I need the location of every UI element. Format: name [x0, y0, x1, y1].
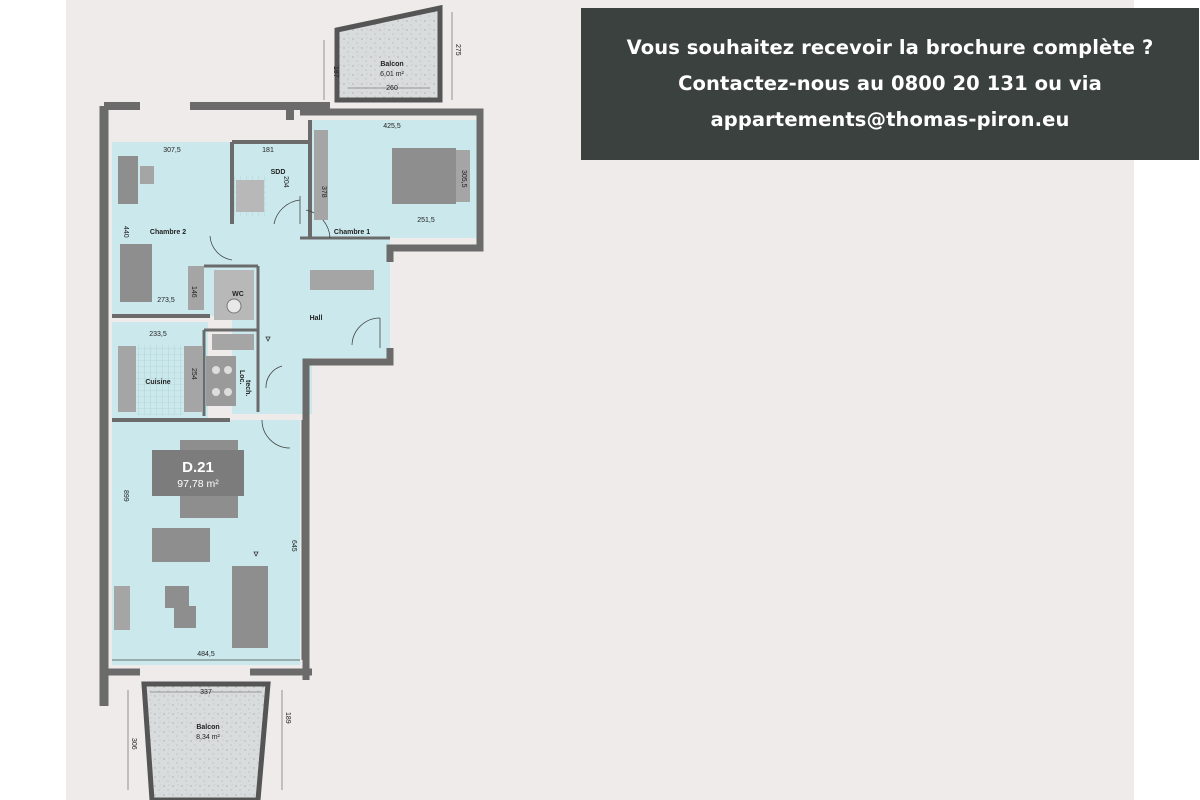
contact-line-2: Contactez-nous au 0800 20 131 ou via [678, 72, 1102, 95]
dim-378: 378 [320, 186, 327, 198]
dim-306: 306 [130, 738, 137, 750]
technical-room-label-2: tech. [244, 380, 251, 396]
dim-645: 645 [290, 540, 297, 552]
dim-187-top: 187 [332, 66, 339, 78]
dim-181: 181 [262, 147, 274, 154]
dim-254: 254 [190, 368, 197, 380]
balcony-bottom [127, 681, 283, 800]
dim-251-5: 251,5 [417, 217, 435, 224]
dim-146: 146 [190, 286, 197, 298]
floorplan-canvas: D.21 97,78 m² Balcon 6,01 m² Chambre 2 C… [66, 0, 1199, 800]
bathroom-label: SDD [271, 169, 286, 176]
apartment-floorplan: D.21 97,78 m² Balcon 6,01 m² Chambre 2 C… [99, 4, 484, 800]
unit-name: D.21 [182, 459, 214, 476]
room-labels: Balcon 6,01 m² Chambre 2 Chambre 1 SDD W… [145, 61, 404, 741]
dim-233-5: 233,5 [149, 331, 167, 338]
unit-area: 97,78 m² [177, 478, 219, 490]
wc-label: WC [232, 291, 244, 298]
kitchen-label: Cuisine [145, 379, 170, 386]
dim-337: 337 [200, 689, 212, 696]
dim-307-5: 307,5 [163, 147, 181, 154]
hall-label: Hall [310, 315, 323, 322]
balcony-top-area: 6,01 m² [380, 71, 404, 78]
dim-425-5: 425,5 [383, 123, 401, 130]
balcony-bottom-area: 8,34 m² [196, 734, 220, 741]
dim-275: 275 [454, 44, 461, 56]
dim-260: 260 [386, 85, 398, 92]
dim-273-5: 273,5 [157, 297, 175, 304]
dimension-labels: 275 187 260 425,5 307,5 181 204 378 305,… [122, 44, 467, 750]
dim-189: 189 [284, 712, 291, 724]
contact-line-1: Vous souhaitez recevoir la brochure comp… [626, 36, 1154, 59]
dim-204: 204 [282, 176, 289, 188]
contact-banner: Vous souhaitez recevoir la brochure comp… [581, 8, 1199, 160]
dim-899: 899 [122, 490, 129, 502]
technical-room-label-1: Loc. [238, 370, 245, 384]
dim-305-5: 305,5 [460, 170, 467, 188]
balcony-bottom-label: Balcon [196, 724, 219, 731]
dim-484-5: 484,5 [197, 651, 215, 658]
bedroom1-label: Chambre 1 [334, 229, 370, 236]
orientation-markers [253, 336, 271, 557]
bedroom2-label: Chambre 2 [150, 229, 186, 236]
walls [99, 102, 484, 706]
floor-areas [112, 120, 478, 665]
dim-440: 440 [122, 226, 129, 238]
balcony-top-label: Balcon [380, 61, 403, 68]
balcony-top [323, 4, 453, 103]
doors [112, 196, 381, 661]
unit-label: D.21 97,78 m² [152, 450, 244, 496]
contact-email: appartements@thomas-piron.eu [710, 108, 1070, 131]
